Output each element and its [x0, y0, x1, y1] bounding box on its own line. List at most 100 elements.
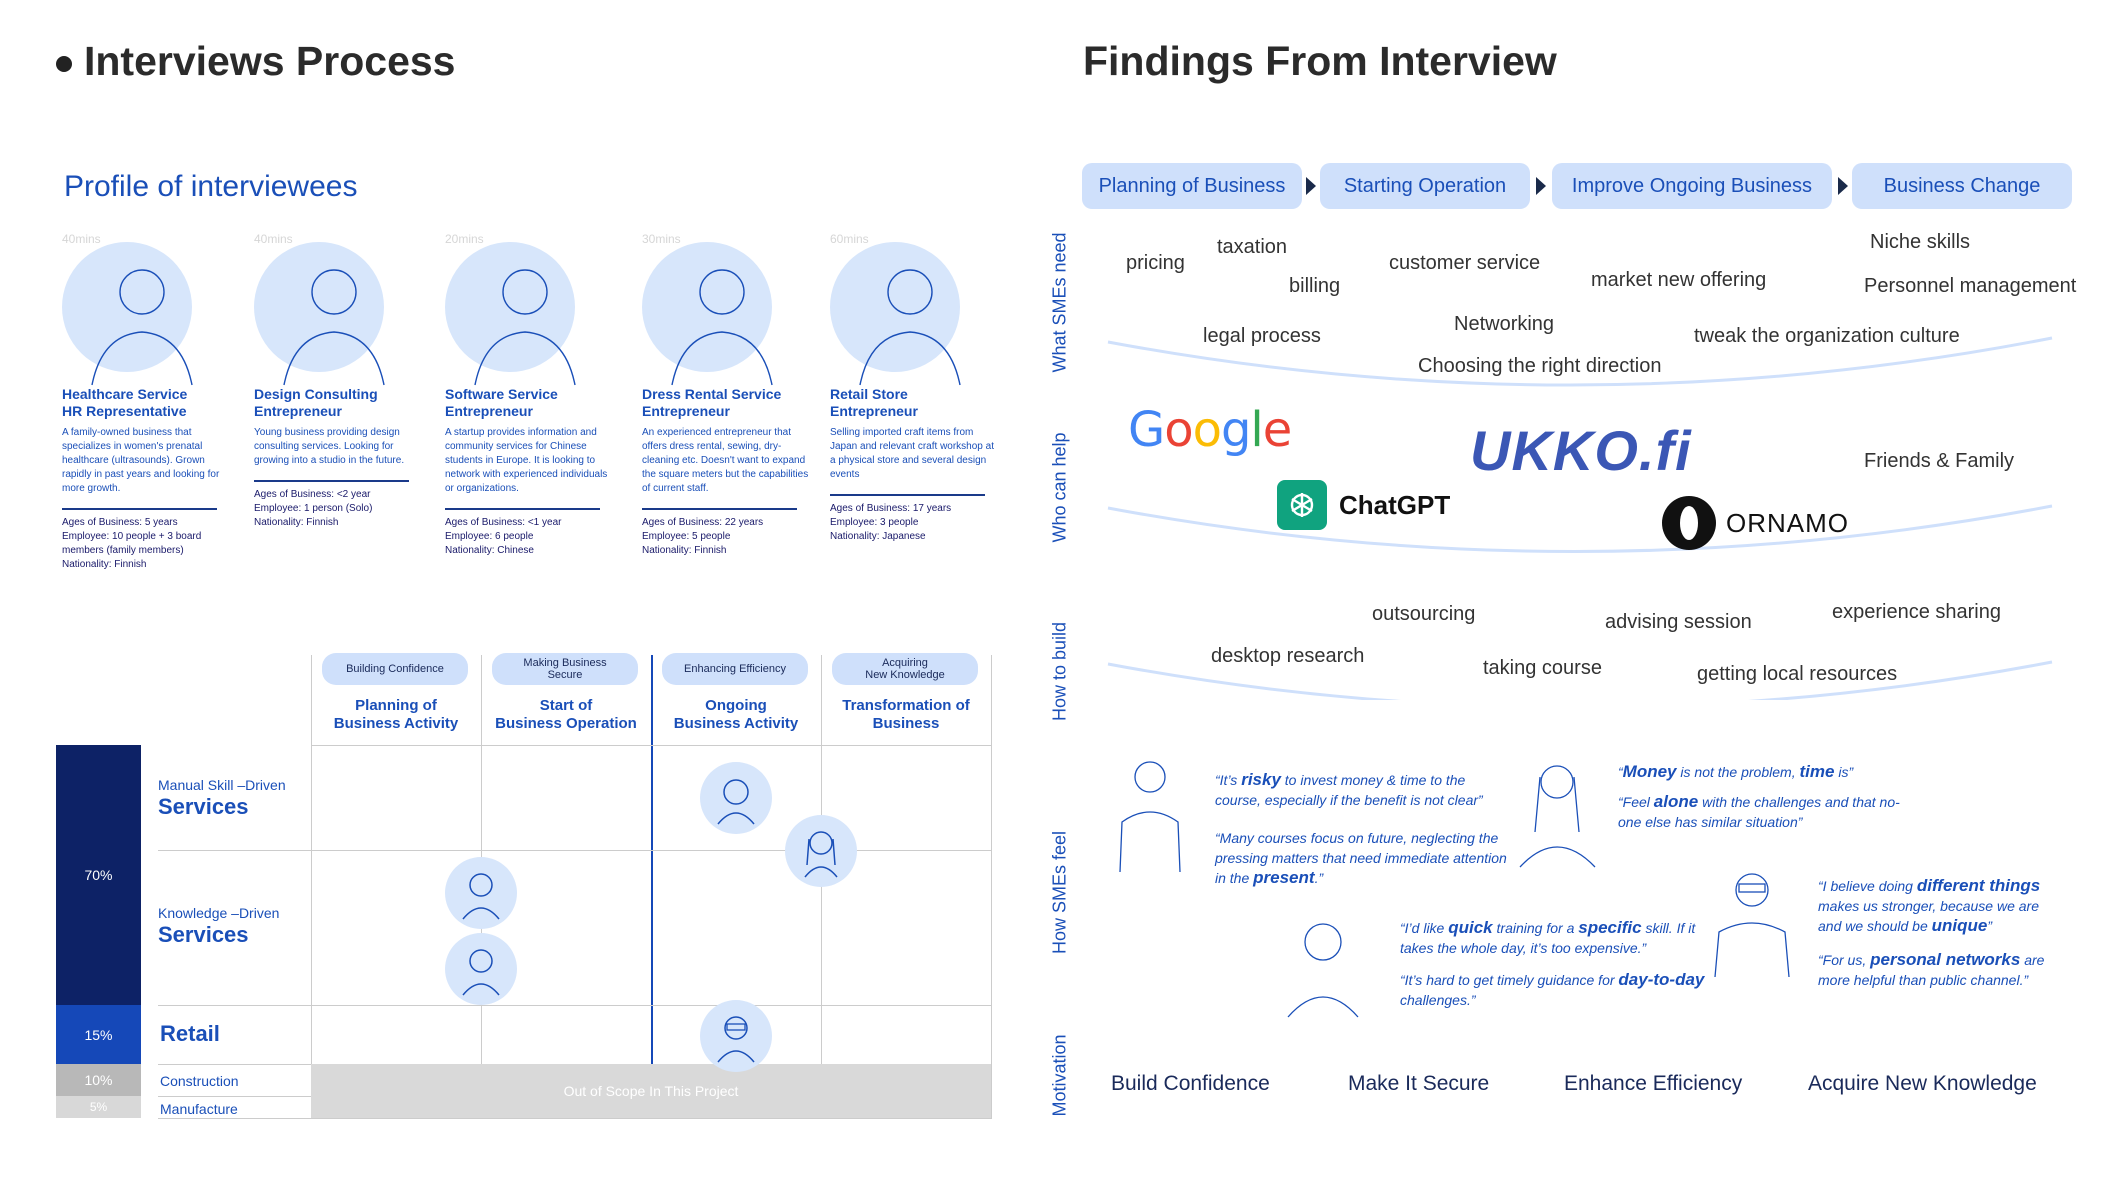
need-pricing: pricing: [1126, 252, 1185, 274]
profile-description: Selling imported craft items from Japan …: [830, 427, 994, 480]
interviewee-dot-dress-rental: [700, 762, 772, 834]
feel-avatar-retail: [1714, 873, 1790, 978]
profile-stat: Employee: 5 people: [642, 531, 731, 542]
share-bar-5: 5%: [56, 1096, 141, 1118]
profile-divider: [445, 508, 600, 510]
profile-stat: Employee: 1 person (Solo): [254, 503, 373, 514]
profile-stat: Employee: 6 people: [445, 531, 534, 542]
profile-description: Young business providing design consulti…: [254, 427, 405, 466]
profile-divider: [62, 508, 217, 510]
interview-duration: 40mins: [254, 232, 293, 246]
profile-description: An experienced entrepreneur that offers …: [642, 427, 809, 494]
col-start: Start of Business Operation: [495, 697, 637, 732]
quote-day-to-day: “It’s hard to get timely guidance for da…: [1400, 970, 1705, 1008]
build-outsourcing: outsourcing: [1372, 603, 1476, 625]
stage-arrow-1: [1306, 177, 1316, 195]
profile-title: Software Service Entrepreneur: [445, 386, 558, 419]
motivation-confidence: Build Confidence: [1111, 1072, 1270, 1095]
motivation-secure: Make It Secure: [1348, 1072, 1490, 1095]
motivation-efficiency: Enhance Efficiency: [1564, 1072, 1743, 1095]
need-billing: billing: [1289, 275, 1341, 297]
need-customer-service: customer service: [1389, 252, 1541, 274]
interviewee-dot-design: [445, 857, 517, 929]
stage-improve: Improve Ongoing Business: [1552, 163, 1832, 209]
need-culture: tweak the organization culture: [1694, 325, 1960, 347]
friends-family: Friends & Family: [1864, 450, 2015, 472]
profiles-subtitle: Profile of interviewees: [64, 170, 358, 203]
chatgpt-label: ChatGPT: [1339, 489, 1451, 520]
profile-stat: Employee: 3 people: [830, 517, 919, 528]
quote-alone: “Feel alone with the challenges and that…: [1618, 792, 1900, 830]
stage-arrow-3: [1838, 177, 1848, 195]
row-construction: Construction: [160, 1073, 239, 1089]
chatgpt-badge: ChatGPT: [1277, 480, 1450, 530]
pill-acquiring-knowledge: Acquiring New Knowledge: [832, 653, 978, 685]
side-label-motivation: Motivation: [1049, 1034, 1070, 1117]
profile-stat: Employee: 10 people + 3 board members (f…: [62, 531, 202, 556]
quote-money-time: “Money is not the problem, time is”: [1618, 762, 1854, 781]
profile-divider: [642, 508, 797, 510]
quote-quick: “I’d like quick training for a specific …: [1400, 918, 1696, 956]
pill-making-secure: Making Business Secure: [492, 653, 638, 685]
interview-duration: 30mins: [642, 232, 681, 246]
interviewee-portrait: [445, 232, 605, 392]
section-curves: [1107, 336, 2053, 700]
feel-avatar-healthcare: [1519, 765, 1596, 868]
profile-stat: Nationality: Finnish: [254, 517, 339, 528]
google-logo: Google: [1128, 402, 1292, 458]
profile-stat: Nationality: Finnish: [642, 545, 727, 556]
interviewee-dot-software: [445, 933, 517, 1005]
profile-stat: Nationality: Finnish: [62, 559, 147, 570]
need-market-new-offering: market new offering: [1591, 269, 1767, 291]
share-bar-10: 10%: [56, 1064, 141, 1096]
stage-change: Business Change: [1852, 163, 2072, 209]
row-manufacture: Manufacture: [160, 1101, 238, 1117]
share-bar-15: 15%: [56, 1005, 141, 1064]
need-direction: Choosing the right direction: [1418, 355, 1662, 377]
profile-title: Healthcare Service HR Representative: [62, 386, 188, 419]
profile-stat: Ages of Business: <2 year: [254, 489, 371, 500]
ornamo-label: ORNAMO: [1726, 507, 1849, 538]
out-of-scope-label: Out of Scope In This Project: [563, 1083, 739, 1099]
need-niche-skills: Niche skills: [1870, 231, 1971, 253]
interview-duration: 60mins: [830, 232, 869, 246]
title-bullet: [56, 56, 72, 72]
ukko-logo: UKKO.fi: [1470, 419, 1692, 482]
need-legal: legal process: [1203, 325, 1321, 347]
stage-planning: Planning of Business: [1082, 163, 1302, 209]
row-knowledge: Knowledge –Driven Services: [158, 905, 280, 947]
quote-risky: “It’s risky to invest money & time to th…: [1215, 770, 1483, 808]
side-label-feel: How SMEs feel: [1049, 830, 1070, 955]
interview-duration: 40mins: [62, 232, 101, 246]
left-title: Interviews Process: [84, 38, 456, 84]
profile-divider: [254, 480, 409, 482]
quote-networks: “For us, personal networks are more help…: [1818, 950, 2045, 988]
profile-stat: Ages of Business: 5 years: [62, 517, 178, 528]
motivation-knowledge: Acquire New Knowledge: [1808, 1072, 2037, 1095]
interviewee-dot-healthcare: [785, 815, 857, 887]
profile-stat: Ages of Business: 17 years: [830, 503, 952, 514]
pill-building-confidence: Building Confidence: [322, 653, 468, 685]
need-taxation: taxation: [1217, 236, 1288, 258]
col-transformation: Transformation of Business: [842, 697, 970, 732]
stage-arrow-2: [1536, 177, 1546, 195]
feel-avatar-dress: [1287, 923, 1359, 1018]
ornamo-icon: [1662, 496, 1716, 550]
side-label-needs: What SMEs need: [1049, 232, 1070, 373]
profile-stat: Ages of Business: <1 year: [445, 517, 562, 528]
profile-divider: [830, 494, 985, 496]
stage-starting: Starting Operation: [1320, 163, 1530, 209]
ornamo-badge: ORNAMO: [1662, 496, 1849, 550]
quote-present: “Many courses focus on future, neglectin…: [1215, 830, 1507, 887]
profile-title: Dress Rental Service Entrepreneur: [642, 386, 782, 419]
profile-description: A startup provides information and commu…: [445, 427, 608, 494]
interviewee-portrait: [830, 232, 990, 392]
side-label-help: Who can help: [1049, 432, 1070, 543]
interviewee-portrait: [254, 232, 414, 392]
feel-avatar-design: [1119, 761, 1181, 873]
need-personnel: Personnel management: [1864, 275, 2077, 297]
build-local: getting local resources: [1697, 663, 1898, 685]
quote-unique: “I believe doing different things makes …: [1818, 876, 2041, 935]
